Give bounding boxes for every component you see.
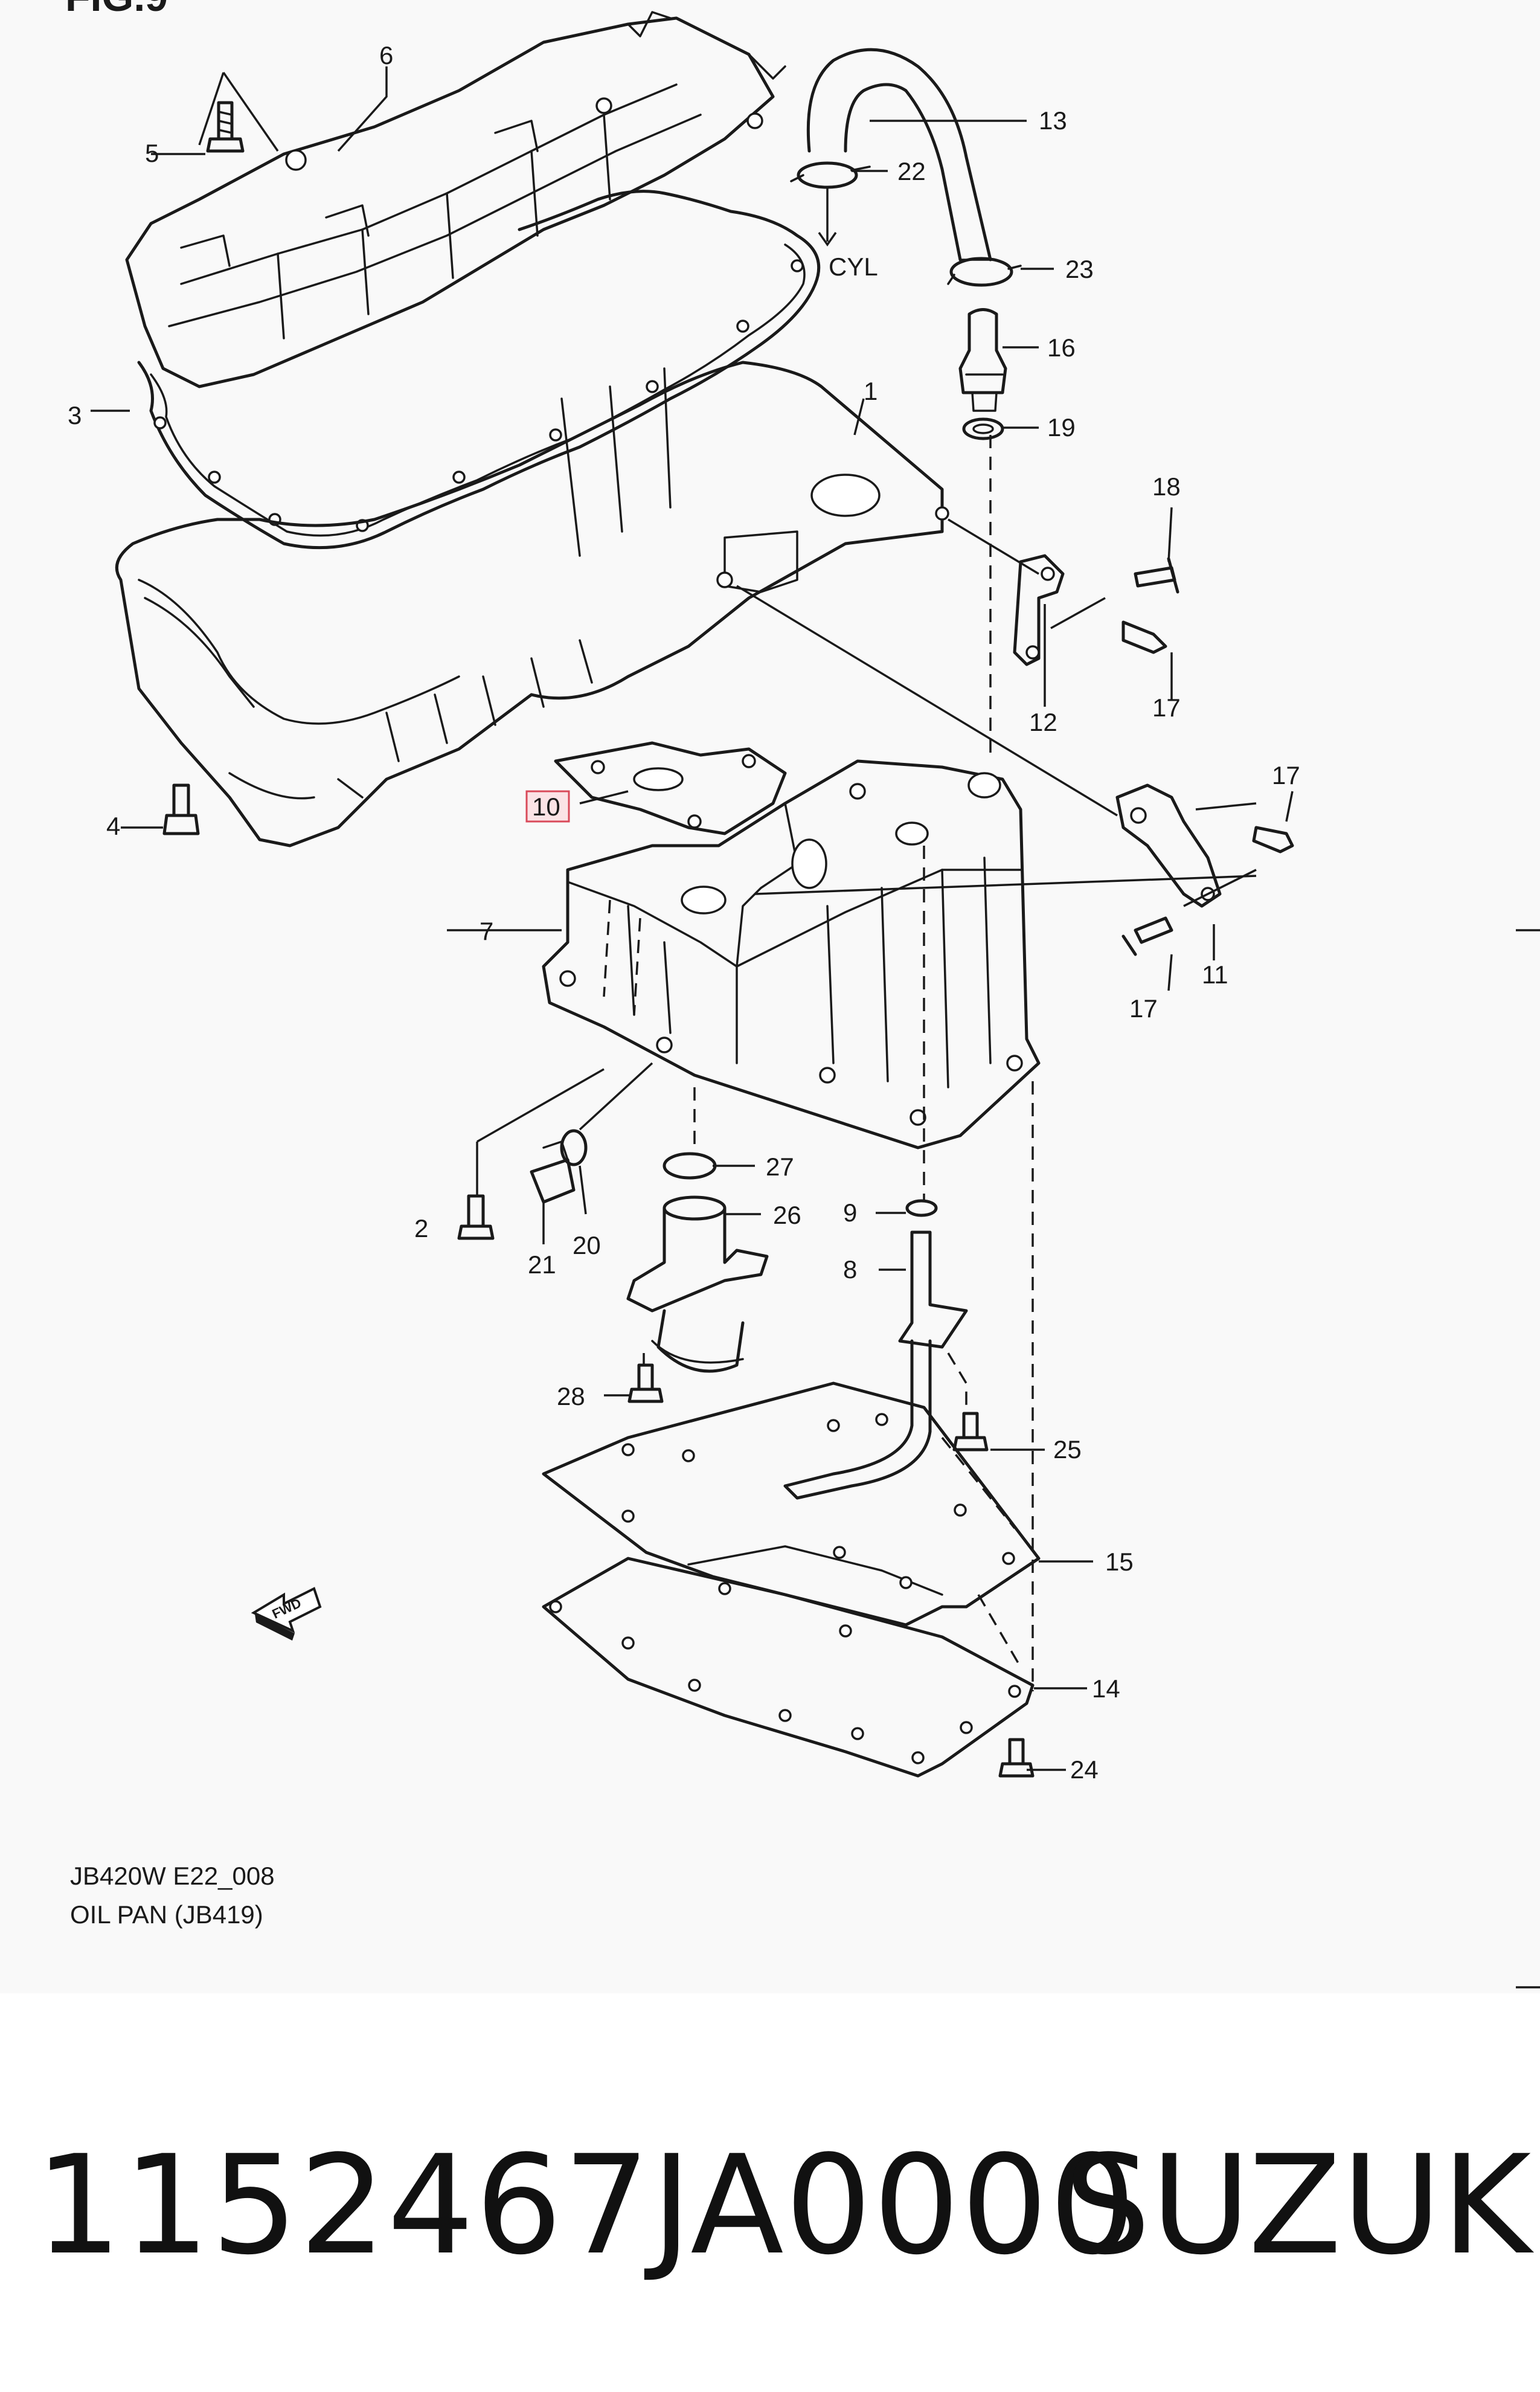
part-17-bolts <box>1121 620 1294 956</box>
callout-27: 27 <box>766 1153 794 1181</box>
callout-8: 8 <box>843 1255 857 1284</box>
callout-10: 10 <box>532 793 560 821</box>
callout-18: 18 <box>1152 472 1181 501</box>
part-23-hose-clamp <box>947 257 1022 287</box>
part-28-bolt <box>627 1363 664 1403</box>
callout-26: 26 <box>773 1201 801 1229</box>
callout-9: 9 <box>843 1198 857 1227</box>
callout-19: 19 <box>1047 413 1076 442</box>
highlight-box-10 <box>525 790 570 823</box>
callout-12: 12 <box>1029 708 1057 736</box>
diagram-code: JB420W E22_008 <box>70 1862 275 1890</box>
callout-17-c: 17 <box>1129 994 1158 1023</box>
part-22-hose-clamp <box>790 161 871 247</box>
part-16-breather-fitting <box>958 308 1007 412</box>
part-5-bolt <box>206 101 245 153</box>
part-7-lower-pan <box>542 759 1041 1149</box>
callout-cyl: CYL <box>829 252 878 281</box>
callout-11: 11 <box>1202 960 1228 989</box>
callout-4: 4 <box>106 812 120 840</box>
part-19-washer <box>962 417 1004 440</box>
callout-23: 23 <box>1065 255 1094 283</box>
edge-marks <box>1516 929 1540 1989</box>
part-15-baffle-plate <box>542 1381 1041 1627</box>
callout-15: 15 <box>1105 1548 1134 1576</box>
part-1-oil-pan <box>115 361 949 847</box>
callout-20: 20 <box>573 1231 601 1259</box>
part-2-bolt <box>457 1194 495 1240</box>
fig-label: FIG.9 <box>65 0 168 20</box>
part-12-bracket <box>1013 554 1065 666</box>
callout-17-b: 17 <box>1272 761 1300 789</box>
callout-5: 5 <box>145 139 159 167</box>
callout-17-a: 17 <box>1152 693 1181 722</box>
callout-2: 2 <box>414 1214 428 1243</box>
exploded-parts-diagram: FIG.9 <box>65 0 1540 1989</box>
part-9-o-ring <box>905 1199 938 1217</box>
part-18-bolt <box>1134 557 1179 594</box>
callout-numbers: 1 2 3 4 5 6 7 8 9 10 11 12 13 14 15 16 1… <box>68 41 1300 1784</box>
callout-6: 6 <box>379 41 393 69</box>
part-8-dipstick-tube <box>783 1230 968 1500</box>
part-26-oil-strainer <box>626 1195 769 1373</box>
part-number: 1152467JA0000 <box>35 2126 1137 2285</box>
callout-24: 24 <box>1070 1755 1099 1784</box>
callout-7: 7 <box>480 917 493 945</box>
callout-21: 21 <box>528 1250 556 1279</box>
callout-16: 16 <box>1047 333 1076 362</box>
callout-3: 3 <box>68 401 82 429</box>
brand-name: SUZUKI <box>1064 2126 1540 2285</box>
fwd-arrow-icon: FWD <box>251 1587 322 1641</box>
callout-14: 14 <box>1092 1674 1120 1703</box>
part-3-gasket <box>137 190 821 550</box>
part-25-bolt <box>952 1412 989 1452</box>
part-10-cover-gasket <box>554 741 787 835</box>
part-21-drain-plug <box>530 1140 576 1204</box>
part-24-bolt <box>998 1738 1035 1778</box>
part-11-bracket <box>1115 783 1222 908</box>
callout-28: 28 <box>557 1382 585 1410</box>
callout-1: 1 <box>864 377 877 405</box>
part-6-upper-baffle <box>125 11 786 388</box>
diagram-panel: FIG.9 <box>65 0 1540 1989</box>
part-27-o-ring <box>663 1152 717 1180</box>
part-4-bolt <box>162 783 200 835</box>
callout-25: 25 <box>1053 1435 1082 1464</box>
callout-13: 13 <box>1039 106 1067 135</box>
part-14-bottom-plate <box>542 1557 1035 1778</box>
part-13-breather-hose <box>806 48 992 262</box>
diagram-title: OIL PAN (JB419) <box>70 1900 263 1929</box>
leader-lines <box>91 66 1294 1771</box>
part-20-gasket <box>560 1129 588 1166</box>
callout-22: 22 <box>897 157 926 185</box>
